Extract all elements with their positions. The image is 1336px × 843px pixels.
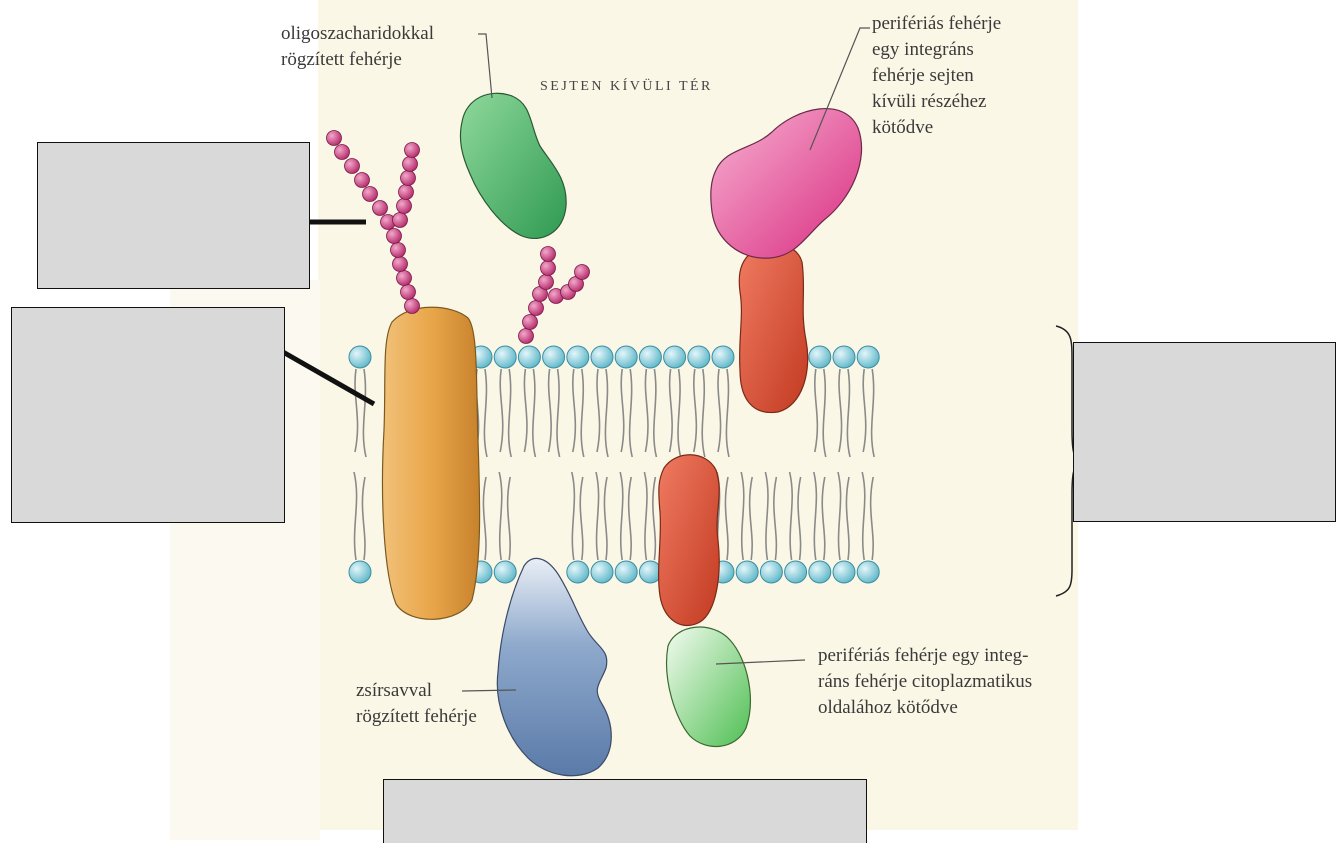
label-line: perifériás fehérje egy integ- [818,643,1032,669]
lipid-head [712,346,734,368]
label-line: perifériás fehérje [872,11,1001,37]
lipid-head [857,346,879,368]
answer-box-bottom[interactable] [383,779,867,843]
lipid-head [567,346,589,368]
sugar-bead [575,265,590,280]
lipid-head [688,346,710,368]
lipid-head [639,561,661,583]
lipid-head [857,561,879,583]
label-line: rögzített fehérje [356,704,477,730]
lipid-head [349,346,371,368]
fatty-acid-anchored-label: zsírsavval rögzített fehérje [356,678,477,730]
lipid-head [809,346,831,368]
label-line: zsírsavval [356,678,477,704]
sugar-bead [373,201,388,216]
sugar-bead [399,185,414,200]
label-line: kívüli részéhez [872,89,1001,115]
sugar-bead [529,301,544,316]
lipid-head [494,346,516,368]
sugar-bead [355,173,370,188]
label-line: oligoszacharidokkal [281,21,434,47]
lipid-head [518,346,540,368]
answer-box-right[interactable] [1073,342,1336,522]
sugar-bead [523,315,538,330]
sugar-bead [539,275,554,290]
sugar-bead [401,171,416,186]
lipid-head [494,561,516,583]
sugar-bead [387,229,402,244]
sugar-bead [397,271,412,286]
sugar-bead [397,199,412,214]
answer-box-top-left[interactable] [37,142,310,289]
lipid-head [567,561,589,583]
lipid-head [349,561,371,583]
red-integral-protein-upper [739,244,807,412]
sugar-bead [405,143,420,158]
lipid-head [591,346,613,368]
lipid-head [591,561,613,583]
sugar-bead [335,145,350,160]
sugar-bead [363,187,378,202]
answer-box-middle-left[interactable] [11,307,285,523]
label-line: oldalához kötődve [818,695,1032,721]
peripheral-cytoplasmic-label: perifériás fehérje egy integ- ráns fehér… [818,643,1032,721]
sugar-bead [393,257,408,272]
sugar-bead [403,157,418,172]
orange-transmembrane-protein [383,307,480,619]
label-line: ráns fehérje citoplazmatikus [818,669,1032,695]
label-line: egy integráns [872,37,1001,63]
extracellular-space-label: SEJTEN KÍVÜLI TÉR [540,79,713,95]
sugar-bead [401,285,416,300]
sugar-bead [405,299,420,314]
lipid-head [543,346,565,368]
lipid-head [664,346,686,368]
sugar-bead [391,243,406,258]
lipid-head [639,346,661,368]
lipid-head [760,561,782,583]
sugar-bead [541,247,556,262]
sugar-bead [327,131,342,146]
lipid-head [833,346,855,368]
sugar-bead [541,261,556,276]
oligo-anchored-protein-label: oligoszacharidokkal rögzített fehérje [281,21,434,73]
lipid-head [833,561,855,583]
lipid-head [615,346,637,368]
sugar-bead [345,159,360,174]
lipid-head [785,561,807,583]
red-integral-protein-lower [659,455,720,626]
sugar-bead [393,213,408,228]
lipid-head [809,561,831,583]
lipid-head [736,561,758,583]
sugar-bead [519,329,534,344]
lipid-head [615,561,637,583]
label-line: rögzített fehérje [281,47,434,73]
peripheral-extracellular-label: perifériás fehérje egy integráns fehérje… [872,11,1001,141]
label-line: kötődve [872,115,1001,141]
label-line: fehérje sejten [872,63,1001,89]
